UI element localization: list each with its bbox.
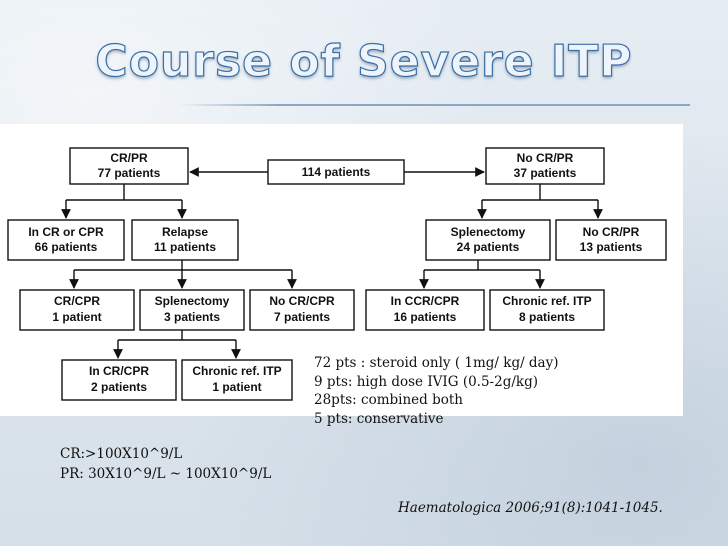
node-no-cr-pr-13: No CR/PR 13 patients (555, 219, 667, 261)
node-relapse-11: Relapse 11 patients (131, 219, 239, 261)
node-no-cr-cpr-7: No CR/CPR 7 patients (249, 289, 355, 331)
svg-text:16 patients: 16 patients (394, 310, 457, 324)
svg-text:11 patients: 11 patients (154, 240, 216, 254)
svg-text:7 patients: 7 patients (274, 310, 330, 324)
svg-text:13 patients: 13 patients (580, 240, 643, 254)
treatment-note: 72 pts : steroid only ( 1mg/ kg/ day) (314, 355, 559, 371)
definition-cr: CR:>100X10^9/L (60, 446, 183, 462)
svg-text:Splenectomy: Splenectomy (451, 225, 526, 239)
svg-text:Chronic ref. ITP: Chronic ref. ITP (192, 364, 281, 378)
svg-text:114 patients: 114 patients (302, 165, 371, 179)
svg-text:In CCR/CPR: In CCR/CPR (391, 294, 460, 308)
node-cr-cpr-1: CR/CPR 1 patient (19, 289, 135, 331)
slide-title: Course of Severe ITP (95, 35, 633, 87)
treatment-notes: 72 pts : steroid only ( 1mg/ kg/ day) 9 … (314, 354, 559, 428)
svg-text:No CR/CPR: No CR/CPR (269, 294, 335, 308)
treatment-note: 28pts: combined both (314, 392, 463, 408)
svg-text:24 patients: 24 patients (457, 240, 520, 254)
treatment-note: 5 pts: conservative (314, 410, 444, 427)
node-114-patients: 114 patients (267, 159, 405, 185)
svg-text:No CR/PR: No CR/PR (517, 151, 574, 165)
svg-text:3 patients: 3 patients (164, 310, 220, 324)
flowchart: 114 patients CR/PR 77 patients No CR/PR … (7, 147, 667, 401)
svg-text:66 patients: 66 patients (35, 240, 98, 254)
svg-text:77 patients: 77 patients (98, 166, 161, 180)
svg-text:1 patient: 1 patient (52, 310, 101, 324)
svg-text:No CR/PR: No CR/PR (583, 225, 640, 239)
svg-text:In CR/CPR: In CR/CPR (89, 364, 149, 378)
svg-text:2 patients: 2 patients (91, 380, 147, 394)
svg-text:37 patients: 37 patients (514, 166, 577, 180)
svg-text:Splenectomy: Splenectomy (155, 294, 230, 308)
node-splenectomy-3: Splenectomy 3 patients (139, 289, 245, 331)
node-chronic-ref-itp-1: Chronic ref. ITP 1 patient (181, 359, 293, 401)
node-chronic-ref-itp-8: Chronic ref. ITP 8 patients (489, 289, 605, 331)
connectors (61, 167, 603, 359)
node-splenectomy-24: Splenectomy 24 patients (425, 219, 551, 261)
citation: Haematologica 2006;91(8):1041-1045. (398, 500, 663, 516)
node-in-ccr-cpr-16: In CCR/CPR 16 patients (365, 289, 485, 331)
svg-text:CR/PR: CR/PR (110, 151, 148, 165)
node-cr-pr-77: CR/PR 77 patients (69, 147, 189, 185)
definition-pr: PR: 30X10^9/L ~ 100X10^9/L (60, 466, 272, 482)
node-in-cr-cpr-66: In CR or CPR 66 patients (7, 219, 125, 261)
title-underline (178, 104, 690, 106)
node-in-cr-cpr-2: In CR/CPR 2 patients (61, 359, 177, 401)
node-no-cr-pr-37: No CR/PR 37 patients (485, 147, 605, 185)
svg-text:In CR or CPR: In CR or CPR (28, 225, 104, 239)
svg-text:1 patient: 1 patient (212, 380, 261, 394)
svg-text:8 patients: 8 patients (519, 310, 575, 324)
response-definitions: CR:>100X10^9/L PR: 30X10^9/L ~ 100X10^9/… (60, 444, 271, 484)
svg-text:Chronic ref. ITP: Chronic ref. ITP (502, 294, 591, 308)
treatment-note: 9 pts: high dose IVIG (0.5-2g/kg) (314, 373, 538, 390)
svg-text:CR/CPR: CR/CPR (54, 294, 100, 308)
svg-text:Relapse: Relapse (162, 225, 208, 239)
